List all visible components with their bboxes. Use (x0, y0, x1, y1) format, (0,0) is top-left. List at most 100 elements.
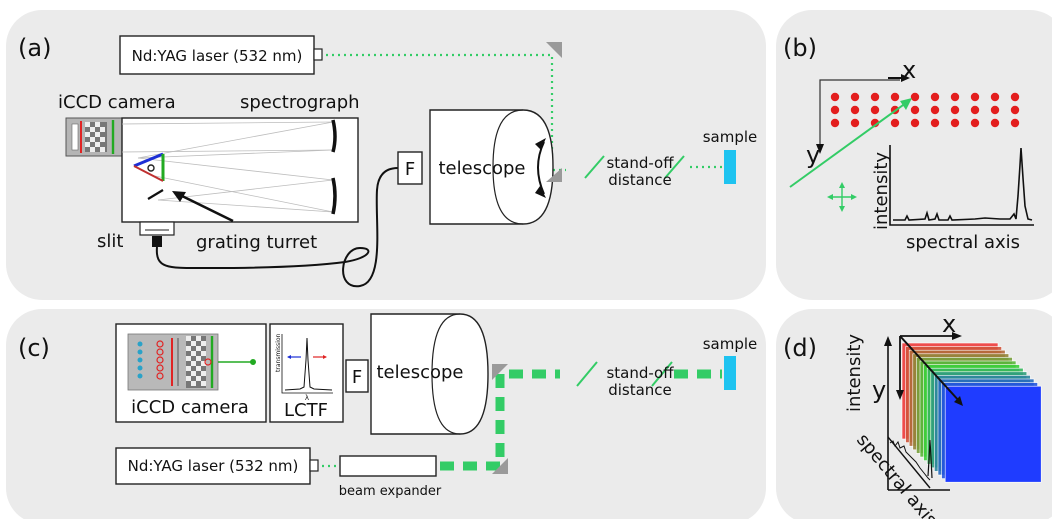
c-standoff-label-line1: stand-off (606, 364, 674, 382)
raster-point (1010, 105, 1020, 115)
telescope-scan-arrow-top (535, 138, 546, 150)
d-spectrum-trace (889, 440, 931, 481)
raster-point (970, 105, 980, 115)
raster-point (930, 92, 940, 102)
raster-point (830, 105, 840, 115)
raster-point (870, 118, 880, 128)
fiber-coupler-label: F (405, 159, 415, 180)
slit-label: slit (97, 231, 123, 252)
spectrograph-mirror-upper (331, 119, 337, 153)
raster-point (890, 92, 900, 102)
panel-a: (a) Nd:YAG laser (532 nm) iCCD camera sp… (18, 34, 758, 288)
beam-expander-box (339, 455, 437, 477)
d-x-label: x (942, 310, 956, 338)
cube-slice (944, 385, 1042, 483)
grating-label: grating turret (196, 232, 317, 253)
panel-a-bg (6, 10, 766, 300)
raster-point (950, 105, 960, 115)
d-y-arrow (896, 390, 904, 400)
c-telescope-aperture (431, 313, 461, 435)
fold-mirror (147, 189, 164, 200)
standoff-tick-left (584, 155, 605, 179)
lctf-axes (281, 334, 333, 394)
c-upper-mirror (492, 364, 508, 380)
raster-axes (819, 79, 900, 150)
c-expanded-beam (440, 369, 560, 471)
raster-point (930, 118, 940, 128)
grating-red (133, 165, 164, 182)
c-sample-label: sample (703, 335, 758, 353)
d-intensity-label: intensity (844, 334, 865, 412)
panel-c: (c) iCCD camera (18, 313, 758, 499)
d-intensity-arrow (884, 336, 892, 346)
c-telescope-body (370, 313, 489, 435)
c-standoff-tick-left (576, 361, 598, 387)
panel-b: (b) x y intensity spectral axis (783, 34, 1034, 253)
spectrograph-mirror-lower (331, 177, 337, 215)
c-standoff-tick-right (651, 361, 673, 387)
d-y-label: y (872, 376, 886, 404)
c-lower-mirror (492, 458, 508, 474)
lctf-label: LCTF (284, 400, 328, 421)
c-camera-checker (186, 336, 206, 386)
raster-point (890, 118, 900, 128)
raster-grid (830, 92, 1020, 128)
laser-label: Nd:YAG laser (532 nm) (132, 47, 303, 65)
panel-b-tag: (b) (783, 34, 817, 62)
sample-label: sample (703, 128, 758, 146)
c-laser-aperture (309, 459, 319, 472)
c-camera-pixels (137, 338, 179, 386)
raster-point (970, 118, 980, 128)
spectrograph-box (121, 117, 359, 223)
d-spectral-diagonal (899, 335, 961, 403)
c-camera-focus (204, 358, 212, 366)
d-x-arrow (952, 332, 962, 340)
telescope-label: telescope (439, 158, 526, 179)
spectrograph-rays (121, 121, 334, 213)
raster-point (910, 105, 920, 115)
raster-point (930, 105, 940, 115)
standoff-tick-right (664, 155, 685, 179)
raster-point (970, 92, 980, 102)
raster-point (830, 92, 840, 102)
raster-point (910, 92, 920, 102)
b-spectral-label: spectral axis (906, 232, 1020, 253)
b-x-label: x (902, 56, 916, 84)
raster-point (850, 92, 860, 102)
standoff-label-line2: distance (608, 171, 672, 189)
grating-arrow-line (177, 192, 234, 223)
raster-point (850, 105, 860, 115)
sample-target (724, 150, 736, 184)
c-telescope-label: telescope (377, 362, 464, 383)
spectrum-axes (889, 145, 1034, 226)
laser-beam (326, 53, 566, 172)
c-laser-box (115, 447, 311, 485)
raster-point (830, 118, 840, 128)
lower-mirror (546, 168, 562, 182)
b-y-label: y (806, 141, 820, 169)
raster-scan-line (789, 99, 911, 188)
raster-point (990, 105, 1000, 115)
raster-point (850, 118, 860, 128)
lctf-trace (284, 337, 333, 391)
d-spectral-arrow (954, 396, 963, 406)
c-fiber-coupler-label: F (352, 367, 362, 388)
fiber-connector-end (152, 236, 162, 247)
slit-box (139, 221, 175, 236)
telescope-body (429, 109, 554, 225)
raster-point (990, 92, 1000, 102)
raster-point (910, 118, 920, 128)
grating-arrow-head (172, 191, 186, 202)
d-spectrum-peak (927, 439, 933, 479)
y-axis-arrow (816, 144, 824, 154)
raster-point (950, 118, 960, 128)
b-intensity-label: intensity (871, 152, 892, 230)
c-standoff-label-line2: distance (608, 381, 672, 399)
lctf-xlabel: λ (305, 394, 309, 402)
upper-mirror (546, 42, 562, 58)
spectrum-trace (893, 147, 1033, 221)
c-camera-label: iCCD camera (131, 397, 249, 418)
panel-c-tag: (c) (18, 334, 50, 362)
